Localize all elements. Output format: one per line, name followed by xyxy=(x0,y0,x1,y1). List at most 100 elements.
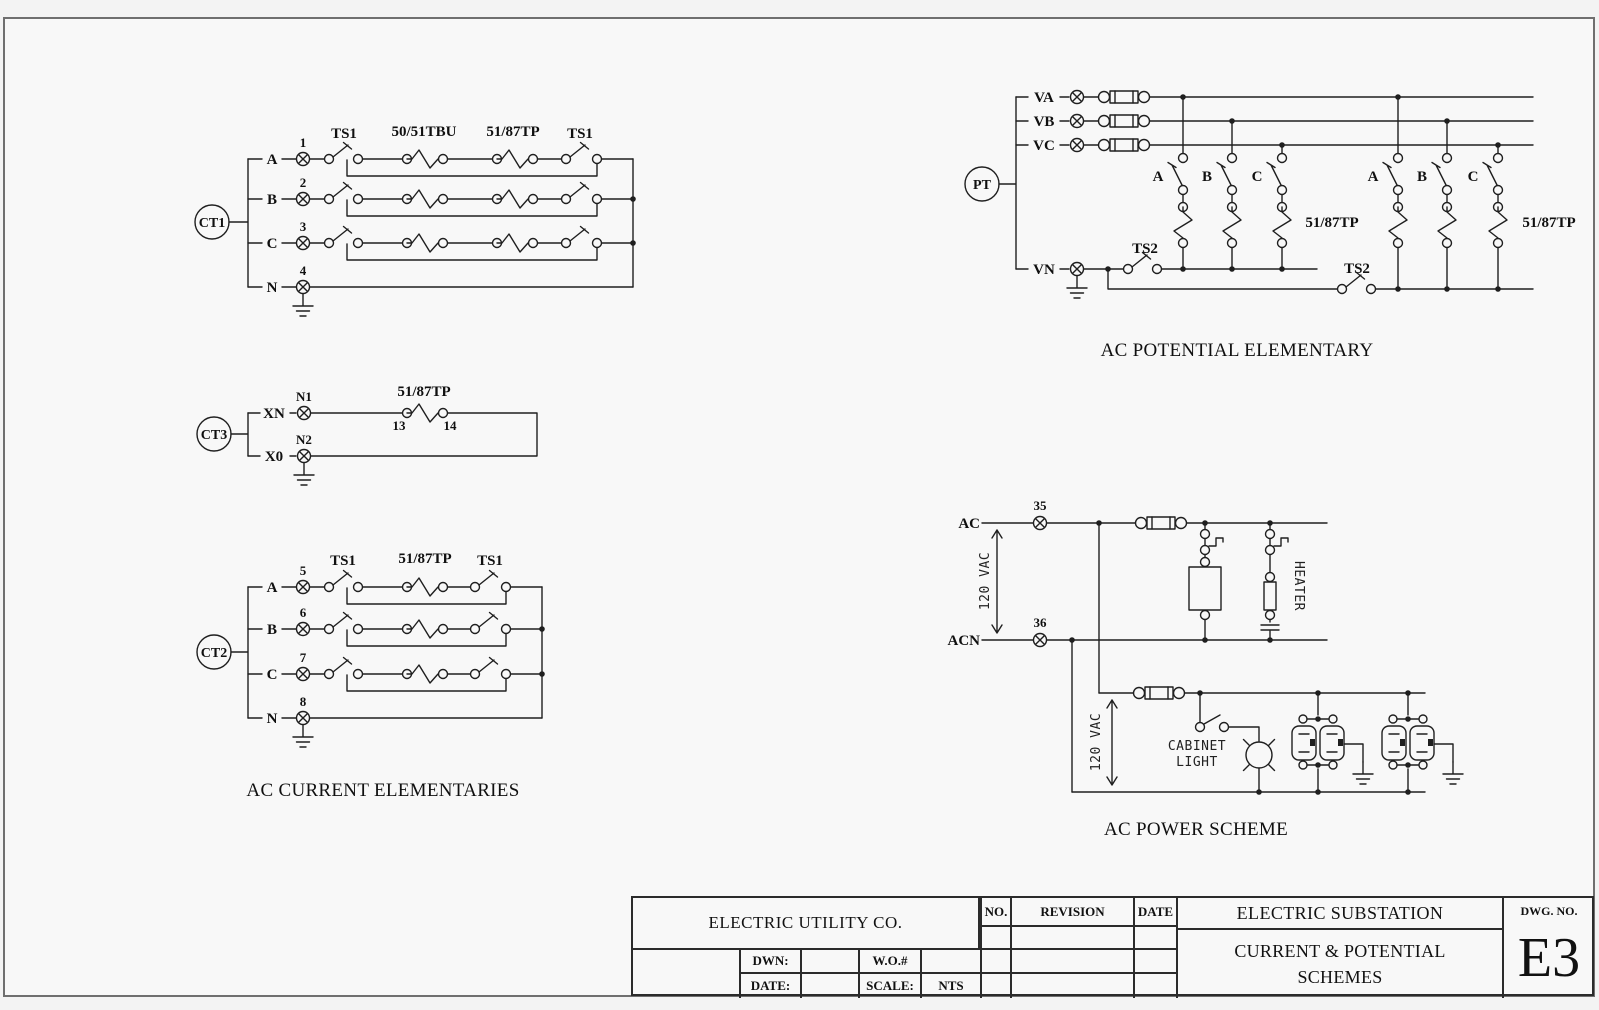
pt-device-label: PT xyxy=(973,178,992,193)
drawing-border xyxy=(3,17,1595,997)
fuse-icon xyxy=(1132,686,1186,700)
ct1-terminal-3: 3 xyxy=(300,219,307,234)
wo-value xyxy=(922,950,980,974)
pt-g1-phase-a: A xyxy=(1153,169,1164,185)
ct3-contact-13: 13 xyxy=(393,418,407,433)
cabinet-light-label-1: CABINET xyxy=(1168,739,1226,754)
ct1-terminal-4: 4 xyxy=(300,263,307,278)
ct2-terminal-5: 5 xyxy=(300,563,307,578)
pt-g2-phase-a: A xyxy=(1368,169,1379,185)
ct3-row-x0: X0 N2 xyxy=(247,432,315,486)
ct1-phase-c: C xyxy=(267,236,278,252)
pt-row-vb: VB xyxy=(1015,113,1534,130)
pt-g2-phase-b: B xyxy=(1417,169,1427,185)
ct1-row-c: C 3 xyxy=(247,219,634,261)
pt-ts2-1-label: TS2 xyxy=(1132,241,1158,257)
power-heater-branch: HEATER xyxy=(1260,522,1306,641)
terminal-icon xyxy=(295,666,311,682)
ct2-current-elementary: CT2 TS1 51/87TP TS1 A 5 B 6 C 7 xyxy=(196,551,545,748)
dwg-no-label: DWG. NO. xyxy=(1520,903,1578,918)
terminal-icon xyxy=(1032,515,1048,531)
rev-row xyxy=(980,950,1012,974)
ct2-device-label: CT2 xyxy=(201,646,227,661)
ct3-current-elementary: CT3 XN N1 51/87TP 13 14 X0 N2 xyxy=(196,384,538,486)
ac-current-title: AC CURRENT ELEMENTARIES xyxy=(246,780,519,801)
heater-element-icon xyxy=(1263,581,1277,611)
ct1-phase-b: B xyxy=(267,192,277,208)
fuse-icon xyxy=(1097,138,1151,152)
ct2-terminal-8: 8 xyxy=(300,694,307,709)
cabinet-light-label-2: LIGHT xyxy=(1176,755,1218,770)
ct1-phase-a: A xyxy=(267,152,278,168)
terminal-icon xyxy=(296,405,312,421)
ct2-ts1-right-label: TS1 xyxy=(477,553,503,569)
ct3-row-xn-label: XN xyxy=(263,406,285,422)
fuse-icon xyxy=(1097,90,1151,104)
power-acn-row: ACN 36 xyxy=(948,615,1328,649)
power-ac-label: AC xyxy=(958,516,980,532)
rev-row xyxy=(1135,927,1176,950)
rev-row xyxy=(1135,950,1176,974)
device-box-icon xyxy=(1188,566,1222,611)
scale-value: NTS xyxy=(938,978,964,993)
ct2-row-b: B 6 xyxy=(247,605,543,647)
ct2-row-a: A 5 xyxy=(247,563,543,605)
ct3-contact-14: 14 xyxy=(444,418,458,433)
ct3-row-xn: XN N1 51/87TP 13 14 xyxy=(247,384,538,457)
rev-date-header: DATE xyxy=(1135,898,1176,927)
pt-vc-label: VC xyxy=(1033,138,1055,154)
ct1-ts1-right-label: TS1 xyxy=(567,126,593,142)
fuse-icon xyxy=(1134,516,1188,530)
ct3-relay-label: 51/87TP xyxy=(397,384,450,400)
ct3-terminal-n2: N2 xyxy=(296,432,312,447)
pt-g1-phase-c: C xyxy=(1252,169,1263,185)
ct1-row-n: N 4 xyxy=(247,263,634,317)
dwn-label: DWN: xyxy=(741,950,802,974)
ct3-terminal-n1: N1 xyxy=(296,389,312,404)
power-terminal-36: 36 xyxy=(1034,615,1048,630)
dwn-value xyxy=(802,950,860,974)
ct1-relay1-label: 50/51TBU xyxy=(391,124,456,140)
terminal-icon xyxy=(295,191,311,207)
power-lower-feed xyxy=(1071,686,1426,793)
terminal-icon xyxy=(295,151,311,167)
ct2-phase-n: N xyxy=(267,711,278,727)
power-device-branch xyxy=(1188,522,1224,641)
ct1-terminal-1: 1 xyxy=(300,135,307,150)
pt-branch-group2: A B C 51/87TP xyxy=(1368,94,1576,292)
power-ac-row: AC 35 xyxy=(958,498,1328,532)
pt-g1-phase-b: B xyxy=(1202,169,1212,185)
pt-row-va: VA xyxy=(1015,89,1534,106)
ct3-row-x0-label: X0 xyxy=(265,449,283,465)
lamp-icon xyxy=(1242,738,1276,772)
sheet-title-line2: SCHEMES xyxy=(1297,967,1383,987)
terminal-icon xyxy=(295,710,311,726)
terminal-icon xyxy=(295,579,311,595)
ct1-device-label: CT1 xyxy=(199,216,225,231)
ct2-relay-label: 51/87TP xyxy=(398,551,451,567)
ct1-terminal-2: 2 xyxy=(300,175,307,190)
pt-row-vn: VN TS2 TS2 xyxy=(1015,241,1534,299)
ct2-phase-b: B xyxy=(267,622,277,638)
sheet-title-line1: CURRENT & POTENTIAL xyxy=(1234,941,1446,961)
power-120vac-upper: 120 VAC xyxy=(978,529,1003,634)
pt-ts2-2-label: TS2 xyxy=(1344,261,1370,277)
power-120vac-lower: 120 VAC xyxy=(1089,699,1118,786)
rev-row xyxy=(980,927,1012,950)
ct1-current-elementary: CT1 TS1 50/51TBU 51/87TP TS1 A 1 B 2 xyxy=(194,124,636,317)
terminal-icon xyxy=(296,448,312,464)
date-value xyxy=(802,974,860,998)
ct3-device-label: CT3 xyxy=(201,428,227,443)
wo-label: W.O.# xyxy=(860,950,922,974)
ct2-row-n: N 8 xyxy=(247,694,543,748)
terminal-icon xyxy=(1069,261,1085,277)
power-cabinet-light: CABINET LIGHT xyxy=(1168,692,1276,795)
terminal-icon xyxy=(1032,632,1048,648)
ct2-phase-c: C xyxy=(267,667,278,683)
ac-potential-title: AC POTENTIAL ELEMENTARY xyxy=(1101,340,1374,361)
power-120vac-upper-label: 120 VAC xyxy=(978,552,993,610)
power-120vac-lower-label: 120 VAC xyxy=(1089,713,1104,771)
power-terminal-35: 35 xyxy=(1034,498,1048,513)
